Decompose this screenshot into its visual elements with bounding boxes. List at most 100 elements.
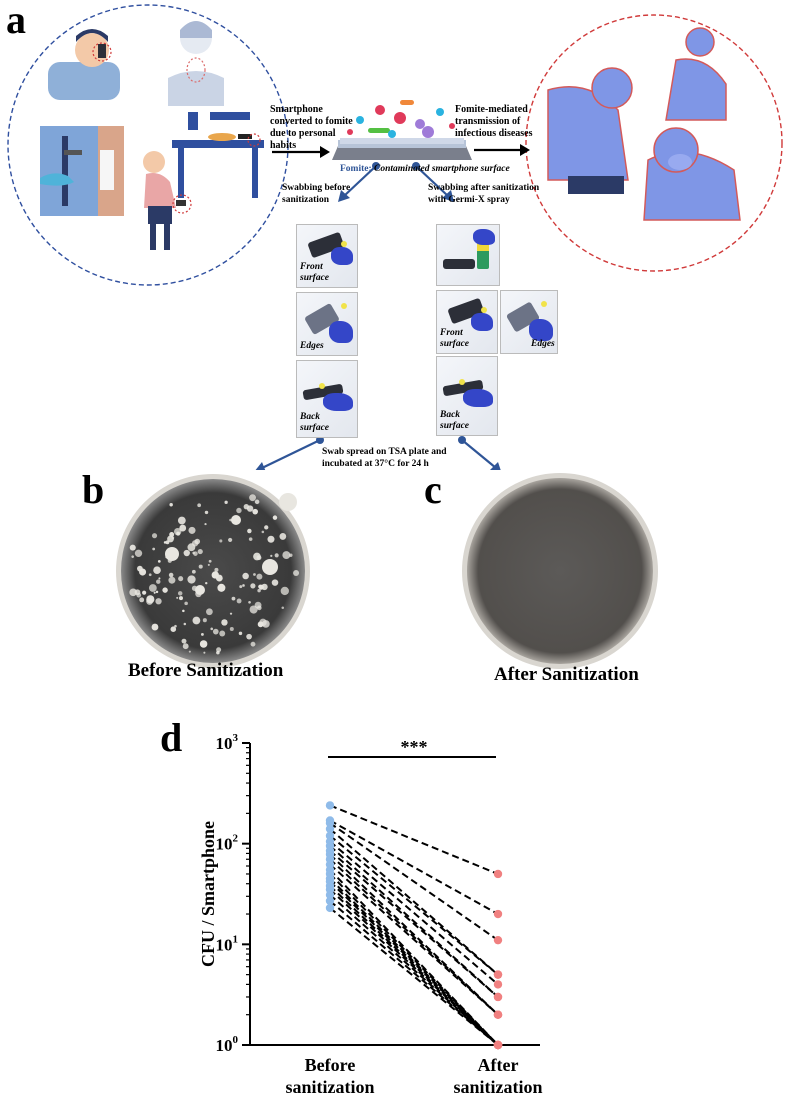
colony: [199, 640, 208, 648]
colony: [171, 536, 175, 540]
colony: [169, 531, 175, 537]
before-point: [325, 903, 335, 913]
edges-label: Edges: [300, 341, 324, 351]
panel-label-c: c: [424, 467, 442, 512]
colony: [148, 584, 157, 592]
colony: [177, 516, 186, 525]
colony: [229, 627, 234, 632]
colony: [183, 549, 190, 557]
colony: [197, 503, 202, 508]
colony: [155, 590, 159, 594]
colony: [188, 650, 191, 653]
colony: [152, 547, 156, 551]
colony: [261, 530, 265, 534]
woman-picking-phone-icon: [143, 151, 192, 250]
colony: [206, 608, 213, 616]
before-point: [325, 818, 335, 828]
colony: [249, 494, 256, 502]
colony: [204, 510, 209, 515]
transmission-line-3: infectious diseases: [455, 128, 533, 139]
colony: [187, 575, 196, 584]
colony: [134, 549, 143, 558]
after-point: [493, 909, 503, 919]
swab-after-line-2: with Germi-X spray: [428, 195, 510, 205]
colony: [176, 596, 179, 599]
colony: [293, 569, 300, 576]
habit-line-3: due to personal: [270, 128, 336, 139]
colony: [256, 573, 263, 580]
colony: [158, 577, 161, 580]
colony: [181, 638, 187, 644]
habit-line-1: Smartphone: [270, 104, 323, 115]
incubation-text: Swab spread on TSA plate and incubated a…: [322, 446, 472, 470]
colony: [248, 600, 251, 604]
pair-line: [329, 850, 499, 998]
swab-after-text: Swabbing after sanitization with Germi-X…: [428, 182, 598, 206]
colony: [264, 525, 269, 530]
panel-a-illustration: [7, 4, 783, 470]
pair-line: [329, 822, 499, 941]
colony: [131, 555, 134, 558]
significance-label: ***: [401, 737, 428, 757]
y-tick-label: 102: [216, 833, 239, 854]
colony: [238, 631, 243, 636]
colony: [236, 598, 242, 604]
colony: [254, 499, 260, 505]
y-tick-label: 103: [216, 733, 239, 753]
before-point: [325, 801, 335, 810]
large-colony: [165, 547, 179, 561]
swab-after-line-1: Swabbing after sanitization: [428, 183, 540, 193]
habits-circle: [7, 4, 289, 286]
swab-before-line-1: Swabbing before: [282, 183, 351, 193]
colony: [169, 503, 173, 507]
colony: [214, 567, 219, 572]
colony: [139, 597, 145, 603]
door-handle-icon: [40, 126, 124, 216]
thumb-after-edges: Edges: [500, 290, 558, 354]
pair-line: [329, 873, 499, 1046]
colony: [253, 552, 261, 561]
after-point: [493, 980, 503, 989]
habit-line-2: converted to fomite: [270, 116, 353, 127]
colony: [250, 583, 256, 589]
colony: [279, 533, 287, 540]
dining-table-icon: [172, 112, 264, 198]
petri-dishes: [116, 473, 658, 669]
colony: [187, 543, 196, 552]
colony: [198, 564, 203, 569]
x-category-label: After: [478, 1055, 519, 1075]
colony: [136, 592, 142, 598]
colony: [203, 651, 206, 654]
pair-line: [329, 880, 499, 1046]
colony: [219, 630, 226, 637]
x-category-label: sanitization: [285, 1077, 374, 1093]
pair-line: [329, 894, 499, 1046]
fomite-caption: Fomite: Contaminated smartphone surface: [340, 164, 510, 174]
colony: [246, 505, 254, 512]
panel-label-d: d: [160, 715, 183, 760]
transmission-line-1: Fomite-mediated: [455, 104, 528, 115]
colony: [146, 597, 154, 605]
colony: [271, 579, 279, 586]
colony: [192, 616, 201, 625]
after-point: [493, 1040, 503, 1050]
fomite-prefix: Fomite:: [340, 164, 372, 174]
colony: [204, 522, 207, 526]
colony: [219, 539, 223, 543]
after-point: [493, 970, 503, 979]
swab-before-line-2: sanitization: [282, 195, 329, 205]
pair-line: [329, 840, 499, 986]
y-tick-label: 101: [216, 933, 239, 954]
transmission-text: Fomite-mediated transmission of infectio…: [455, 104, 575, 140]
habit-line-4: habits: [270, 140, 297, 151]
sick-people-icon: [547, 27, 741, 221]
colony: [129, 544, 136, 551]
colony: [129, 588, 138, 597]
pair-line: [329, 907, 499, 1046]
before-sanitization-caption: Before Sanitization: [128, 660, 284, 681]
colony: [267, 535, 275, 543]
fomite-caption-text: Contaminated smartphone surface: [374, 164, 510, 174]
